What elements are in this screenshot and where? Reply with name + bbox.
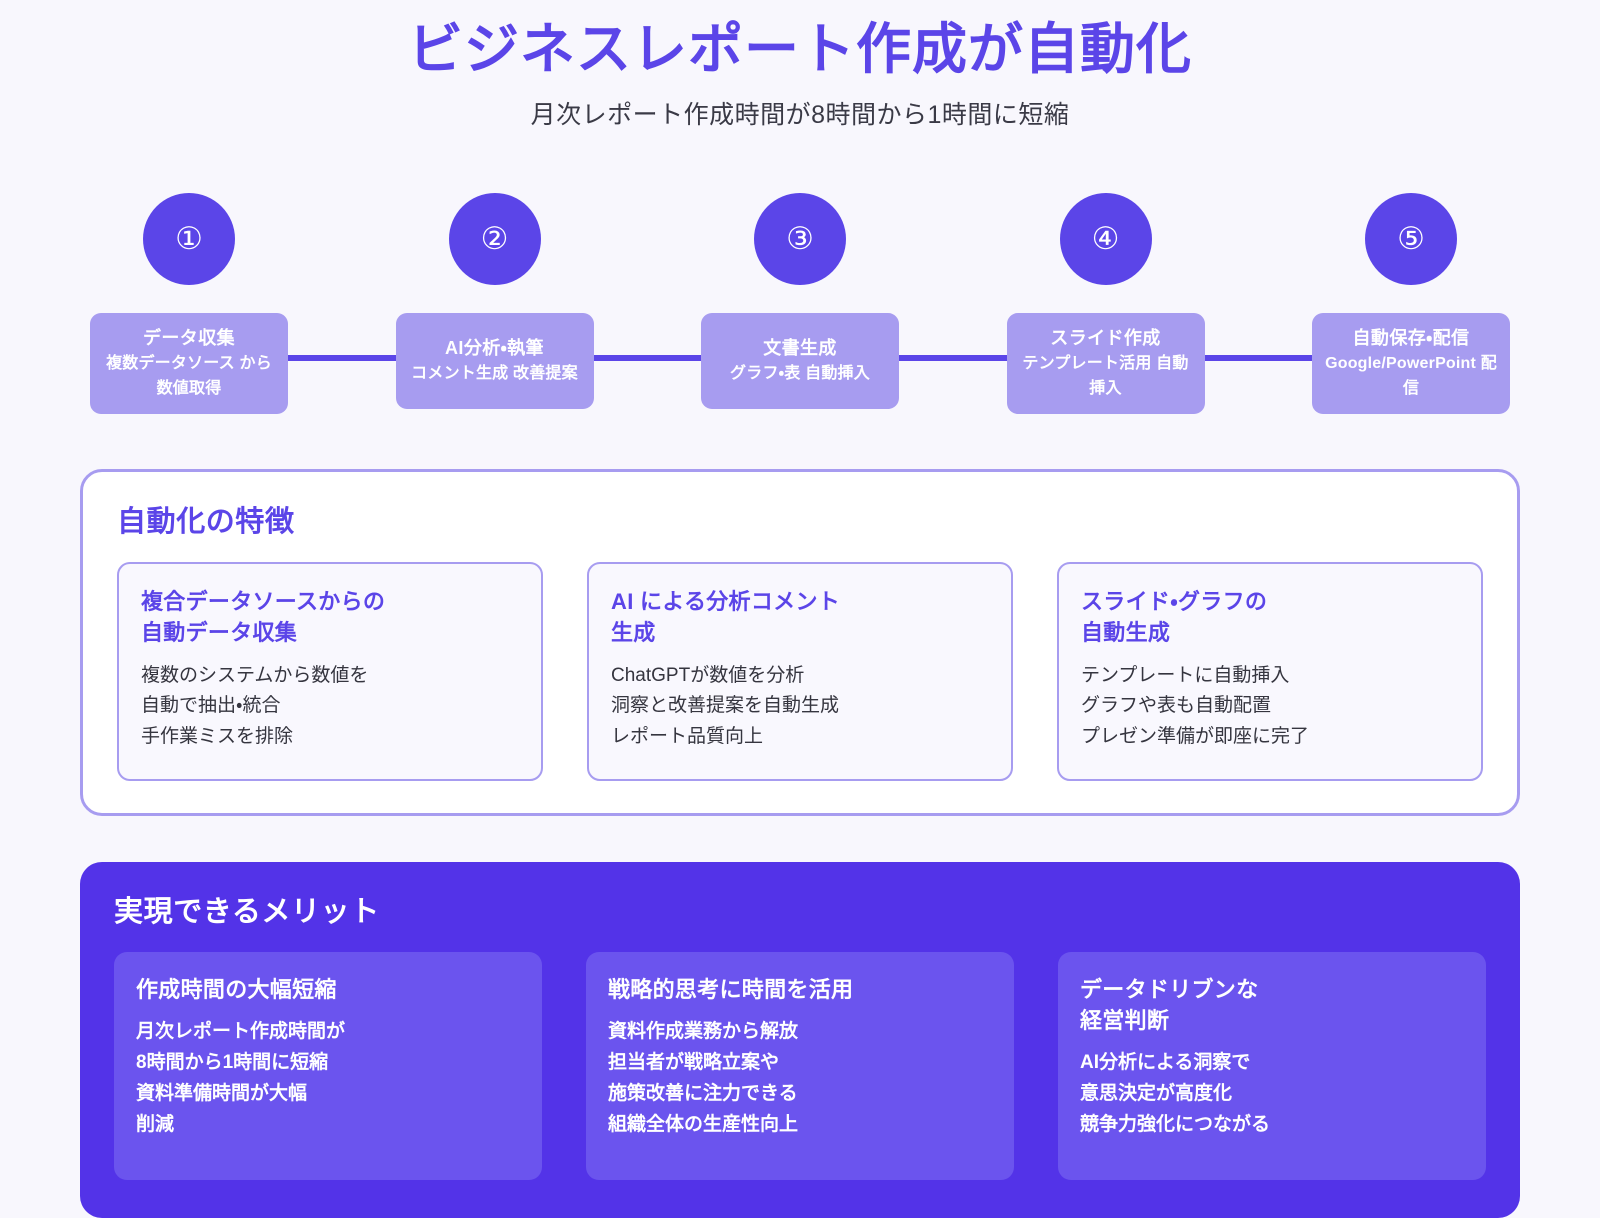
page-subtitle: 月次レポート作成時間が8時間から1時間に短縮 (530, 101, 1070, 130)
page-title: ビジネスレポート作成が自動化 (407, 18, 1192, 80)
benefit-card-title: 戦略的思考に時間を活用 (608, 977, 854, 1003)
features-card-row: 複合データソースからの 自動データ収集 複数のシステムから数値を 自動で抽出・統… (117, 562, 1483, 782)
benefit-card-title: 作成時間の大幅短縮 (136, 977, 337, 1003)
benefit-card[interactable]: データドリブンな 経営判断 AI分析による洞察で 意思決定が高度化 競争力強化に… (1058, 952, 1486, 1181)
benefits-card-row: 作成時間の大幅短縮 月次レポート作成時間が 8時間から1時間に短縮 資料準備時間… (114, 952, 1486, 1181)
benefit-card[interactable]: 作成時間の大幅短縮 月次レポート作成時間が 8時間から1時間に短縮 資料準備時間… (114, 952, 542, 1181)
step-number-badge: ① (143, 193, 235, 286)
feature-card-title: 複合データソースからの 自動データ収集 (141, 589, 386, 646)
step-box: スライド作成 テンプレート活用 自動挿入 (1006, 313, 1205, 414)
step-title: 自動保存・配信 (1352, 328, 1470, 349)
step-subtitle: 複数データソース から数値取得 (106, 355, 272, 398)
flow-step-5[interactable]: ⑤ 自動保存・配信 Google/PowerPoint 配信 (1312, 193, 1510, 414)
feature-card[interactable]: AI による分析コメント 生成 ChatGPTが数値を分析 洞察と改善提案を自動… (587, 562, 1013, 782)
feature-card[interactable]: スライド・グラフの 自動生成 テンプレートに自動挿入 グラフや表も自動配置 プレ… (1057, 562, 1483, 782)
step-number-badge: ⑤ (1365, 193, 1457, 286)
step-subtitle: Google/PowerPoint 配信 (1325, 355, 1497, 398)
benefits-heading: 実現できるメリット (114, 896, 380, 929)
benefit-card-body: 月次レポート作成時間が 8時間から1時間に短縮 資料準備時間が大幅 削減 (136, 1021, 346, 1135)
step-box: 文書生成 グラフ・表 自動挿入 (701, 313, 899, 410)
process-flow: ① データ収集 複数データソース から数値取得 ② AI分析・執筆 コメント生成… (90, 193, 1510, 414)
step-box: 自動保存・配信 Google/PowerPoint 配信 (1312, 313, 1510, 414)
step-box: データ収集 複数データソース から数値取得 (90, 313, 288, 414)
header: ビジネスレポート作成が自動化 月次レポート作成時間が8時間から1時間に短縮 (0, 0, 1600, 131)
feature-card-body: ChatGPTが数値を分析 洞察と改善提案を自動生成 レポート品質向上 (611, 664, 840, 748)
flow-step-1[interactable]: ① データ収集 複数データソース から数値取得 (90, 193, 288, 414)
step-subtitle: コメント生成 改善提案 (411, 365, 578, 383)
step-subtitle: テンプレート活用 自動挿入 (1022, 355, 1189, 398)
feature-card[interactable]: 複合データソースからの 自動データ収集 複数のシステムから数値を 自動で抽出・統… (117, 562, 543, 782)
features-panel: 自動化の特徴 複合データソースからの 自動データ収集 複数のシステムから数値を … (80, 469, 1520, 817)
feature-card-body: テンプレートに自動挿入 グラフや表も自動配置 プレゼン準備が即座に完了 (1081, 664, 1310, 748)
flow-step-3[interactable]: ③ 文書生成 グラフ・表 自動挿入 (701, 193, 899, 410)
step-title: スライド作成 (1050, 328, 1161, 349)
step-number-badge: ④ (1059, 193, 1152, 286)
benefit-card-body: 資料作成業務から解放 担当者が戦略立案や 施策改善に注力できる 組織全体の生産性… (608, 1021, 799, 1135)
step-title: データ収集 (143, 328, 235, 349)
feature-card-title: AI による分析コメント 生成 (611, 589, 841, 646)
benefit-card[interactable]: 戦略的思考に時間を活用 資料作成業務から解放 担当者が戦略立案や 施策改善に注力… (586, 952, 1014, 1181)
flow-step-4[interactable]: ④ スライド作成 テンプレート活用 自動挿入 (1006, 193, 1205, 414)
step-subtitle: グラフ・表 自動挿入 (730, 365, 870, 383)
benefit-card-title: データドリブンな 経営判断 (1080, 977, 1259, 1034)
feature-card-title: スライド・グラフの 自動生成 (1081, 589, 1268, 646)
flow-steps: ① データ収集 複数データソース から数値取得 ② AI分析・執筆 コメント生成… (90, 193, 1510, 414)
step-number-badge: ② (448, 193, 541, 286)
step-title: 文書生成 (763, 338, 837, 359)
benefit-card-body: AI分析による洞察で 意思決定が高度化 競争力強化につながる (1080, 1052, 1271, 1136)
step-number-badge: ③ (754, 193, 846, 286)
benefits-panel: 実現できるメリット 作成時間の大幅短縮 月次レポート作成時間が 8時間から1時間… (80, 862, 1520, 1218)
step-title: AI分析・執筆 (445, 338, 544, 359)
features-heading: 自動化の特徴 (117, 506, 295, 539)
feature-card-body: 複数のシステムから数値を 自動で抽出・統合 手作業ミスを排除 (141, 664, 369, 748)
flow-step-2[interactable]: ② AI分析・執筆 コメント生成 改善提案 (395, 193, 594, 410)
step-box: AI分析・執筆 コメント生成 改善提案 (395, 313, 594, 410)
